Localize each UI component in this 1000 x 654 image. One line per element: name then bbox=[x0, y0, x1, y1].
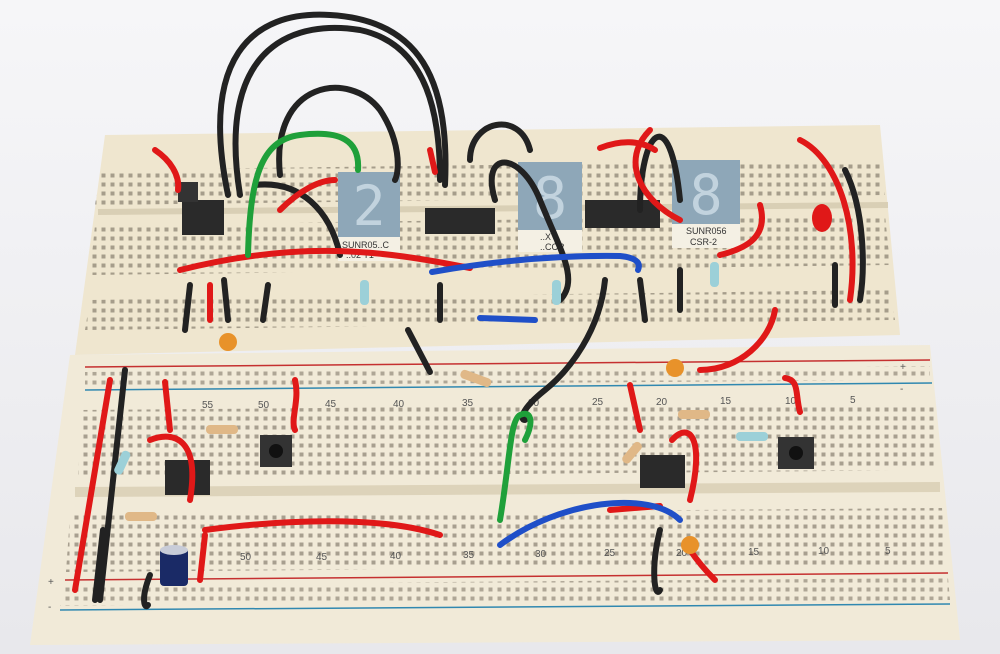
column-number: 20 bbox=[656, 397, 668, 408]
rail-sign: - bbox=[48, 602, 51, 613]
seven-segment-display: 2 SUNR05..C ..02 T1 bbox=[338, 172, 400, 261]
column-number: 5 bbox=[850, 395, 856, 406]
column-number: 40 bbox=[393, 399, 405, 410]
column-number: 50 bbox=[240, 552, 252, 563]
column-number: 5 bbox=[885, 546, 891, 557]
rail-sign: - bbox=[900, 384, 903, 395]
column-number: 45 bbox=[325, 399, 337, 410]
column-number: 40 bbox=[390, 551, 402, 562]
seven-segment-display: 8 SUNR056 CSR-2 bbox=[672, 160, 740, 248]
column-number: 50 bbox=[258, 400, 270, 411]
wires bbox=[72, 11, 866, 610]
column-number: 15 bbox=[720, 396, 732, 407]
components bbox=[114, 204, 832, 586]
rail-sign: + bbox=[900, 362, 906, 373]
column-number: 10 bbox=[818, 546, 830, 557]
display-label: CSR-2 bbox=[690, 237, 717, 247]
ic-chips bbox=[165, 182, 814, 495]
display-digit: 2 bbox=[352, 174, 385, 238]
column-number: 25 bbox=[592, 397, 604, 408]
column-number: 20 bbox=[676, 548, 688, 559]
column-number: 30 bbox=[535, 549, 547, 560]
display-label: ..CCR bbox=[540, 242, 565, 252]
column-number: 15 bbox=[748, 547, 760, 558]
column-number: 45 bbox=[316, 552, 328, 563]
display-digit: 8 bbox=[689, 163, 722, 227]
column-number: 25 bbox=[604, 548, 616, 559]
column-number: 10 bbox=[785, 396, 797, 407]
rail-sign: + bbox=[48, 577, 54, 588]
column-number: 55 bbox=[202, 400, 214, 411]
display-label: ..X L bbox=[540, 232, 559, 242]
display-label: SUNR05..C bbox=[342, 240, 390, 250]
display-label: SUNR056 bbox=[686, 226, 727, 236]
column-number: 35 bbox=[462, 398, 474, 409]
column-number: 35 bbox=[463, 550, 475, 561]
